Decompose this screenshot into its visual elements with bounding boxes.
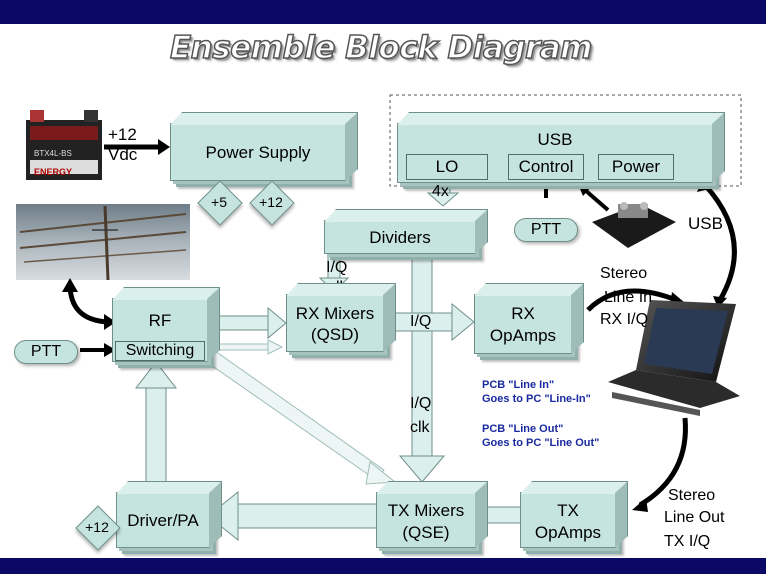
lo-multiplier: 4x xyxy=(432,183,449,200)
note-line-out-1: PCB "Line Out" xyxy=(482,423,564,435)
rx-mixers-block: RX Mixers (QSD) xyxy=(286,294,384,352)
control-block: Control xyxy=(508,154,584,180)
usb-block: USB LO Control Power xyxy=(397,123,713,183)
rx-opamps-line1: RX xyxy=(511,304,535,323)
note-line-in-2: Goes to PC "Line-In" xyxy=(482,393,591,405)
lo-block: LO xyxy=(406,154,488,180)
iq-clk-tx-line2: clk xyxy=(410,419,430,436)
usb-label: USB xyxy=(537,130,573,149)
laptop-image xyxy=(608,300,740,416)
supply-5v-label: +5 xyxy=(211,194,227,210)
top-band xyxy=(0,0,766,24)
ptt-left-input: PTT xyxy=(14,340,78,364)
ptt-top-input: PTT xyxy=(514,218,578,242)
usb-link-label: USB xyxy=(688,214,723,233)
paddle-key-image xyxy=(592,202,676,248)
diagram-title: Ensemble Block Diagram xyxy=(169,29,593,67)
power-supply-block: Power Supply xyxy=(170,123,346,181)
dividers-label: Dividers xyxy=(369,228,431,247)
stereo-in-line3: RX I/Q xyxy=(600,311,649,328)
driver-pa-block: Driver/PA xyxy=(116,492,210,548)
power-supply-label: Power Supply xyxy=(205,143,311,162)
stereo-in-line2: Line In xyxy=(604,289,653,306)
supply-unit: Vdc xyxy=(108,145,138,164)
tx-mixers-line1: TX Mixers xyxy=(387,501,465,520)
rx-opamps-line2: OpAmps xyxy=(489,326,557,345)
iq-clk-tx-line1: I/Q xyxy=(410,395,432,412)
usb-boundary xyxy=(389,94,742,187)
stereo-out-line1: Stereo xyxy=(668,487,716,504)
stereo-out-line2: Line Out xyxy=(664,509,725,526)
stereo-out-line3: TX I/Q xyxy=(664,533,711,550)
switching-block: Switching xyxy=(115,341,205,361)
tx-mixers-block: TX Mixers (QSE) xyxy=(376,492,476,548)
bottom-band xyxy=(0,558,766,574)
rx-mixers-line2: (QSD) xyxy=(310,325,360,344)
dividers-block: Dividers xyxy=(324,220,476,254)
iq-label: I/Q xyxy=(410,313,432,330)
antenna-photo xyxy=(16,204,190,281)
rf-block: RF Switching xyxy=(112,298,208,362)
tx-opamps-line2: OpAmps xyxy=(534,523,602,542)
note-line-in-1: PCB "Line In" xyxy=(482,379,555,391)
driver-12v-label: +12 xyxy=(85,519,109,535)
tx-opamps-line1: TX xyxy=(557,501,579,520)
tx-mixers-line2: (QSE) xyxy=(402,523,450,542)
battery-image xyxy=(26,110,102,180)
note-line-out-2: Goes to PC "Line Out" xyxy=(482,437,600,449)
iq-clk-rx-line1: I/Q xyxy=(326,259,348,276)
driver-pa-label: Driver/PA xyxy=(127,511,199,530)
rx-mixers-line1: RX Mixers xyxy=(295,304,375,323)
supply-12v-label: +12 xyxy=(259,194,283,210)
rx-opamps-block: RX OpAmps xyxy=(474,294,572,354)
tx-opamps-block: TX OpAmps xyxy=(520,492,616,548)
battery-brand: ENERGY xyxy=(34,167,73,177)
rf-label: RF xyxy=(148,311,172,330)
stereo-in-line1: Stereo xyxy=(600,265,648,282)
supply-voltage: +12 xyxy=(108,125,137,144)
battery-model: BTX4L-BS xyxy=(34,149,72,158)
power-block: Power xyxy=(598,154,674,180)
